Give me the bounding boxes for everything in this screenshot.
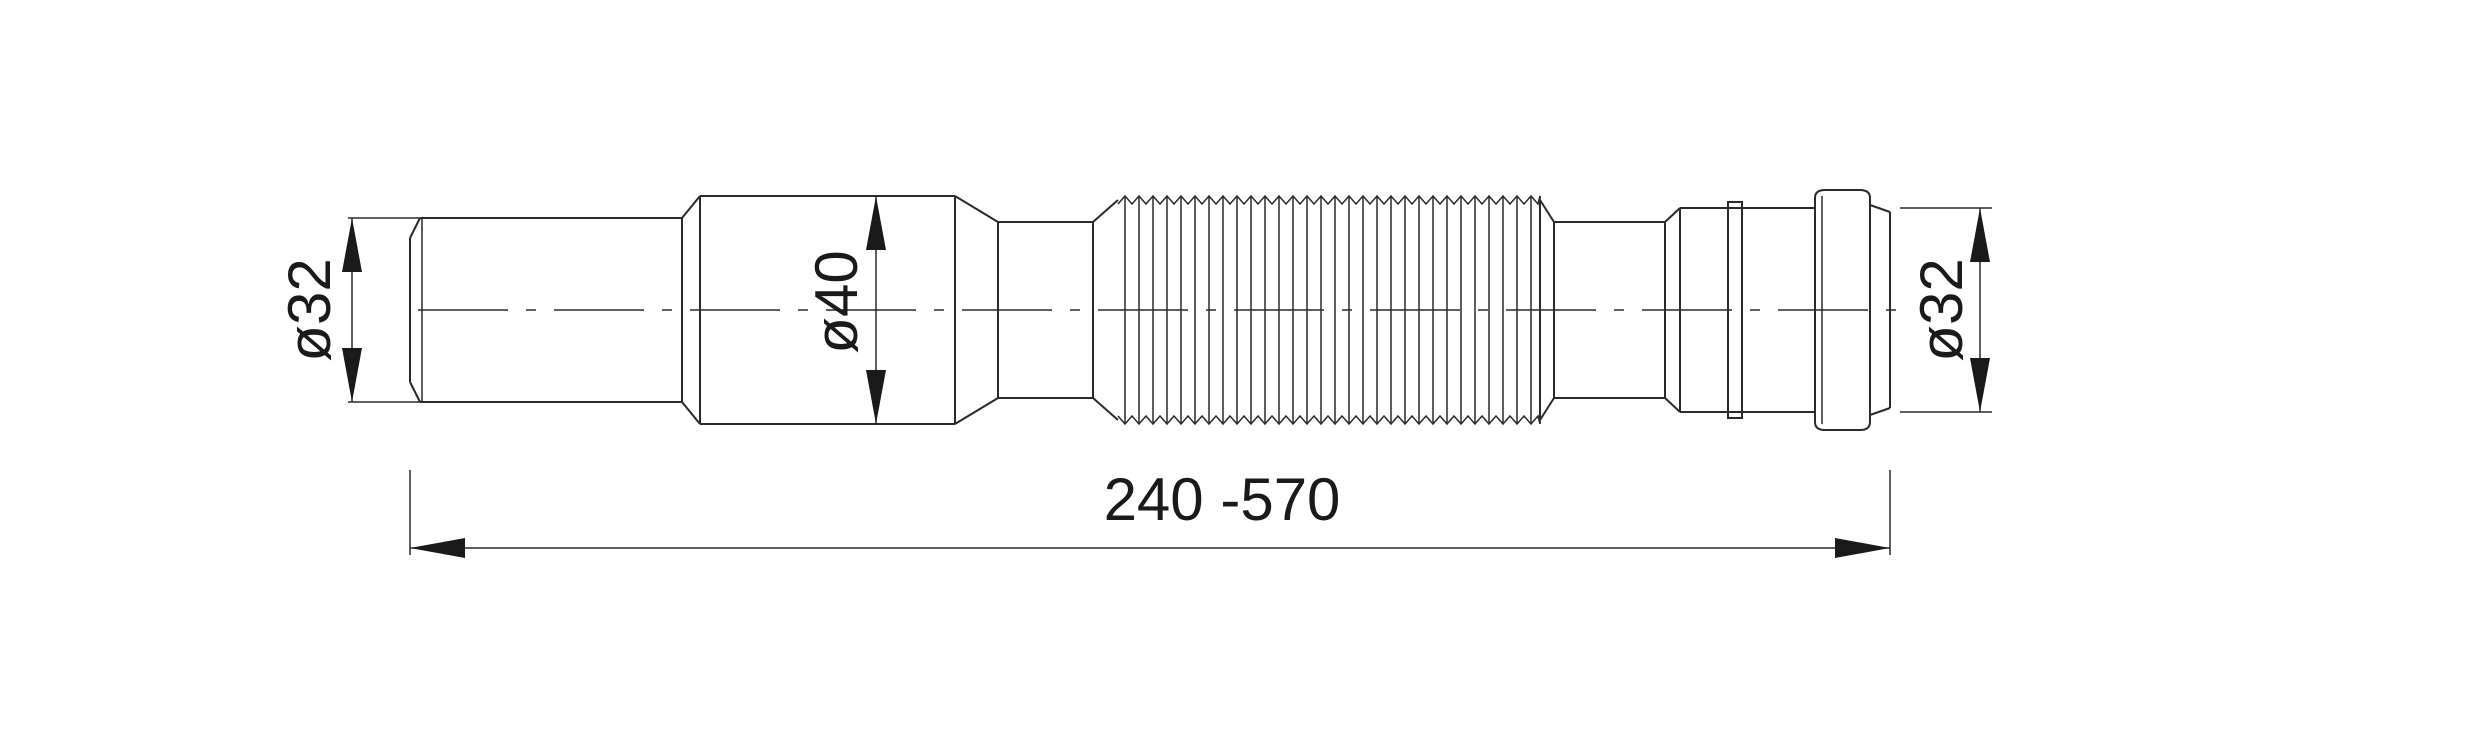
large-body <box>681 195 999 425</box>
length-dimension <box>409 470 1891 558</box>
left-neck <box>998 221 1094 399</box>
right-diameter-label: ø32 <box>1908 258 1975 361</box>
right-diameter-dimension <box>1900 207 1992 413</box>
middle-diameter-label: ø40 <box>803 250 870 353</box>
left-diameter-dimension <box>342 217 420 403</box>
length-label: 240 -570 <box>1104 466 1341 533</box>
middle-diameter-dimension <box>866 195 912 425</box>
left-diameter-label: ø32 <box>276 258 343 361</box>
